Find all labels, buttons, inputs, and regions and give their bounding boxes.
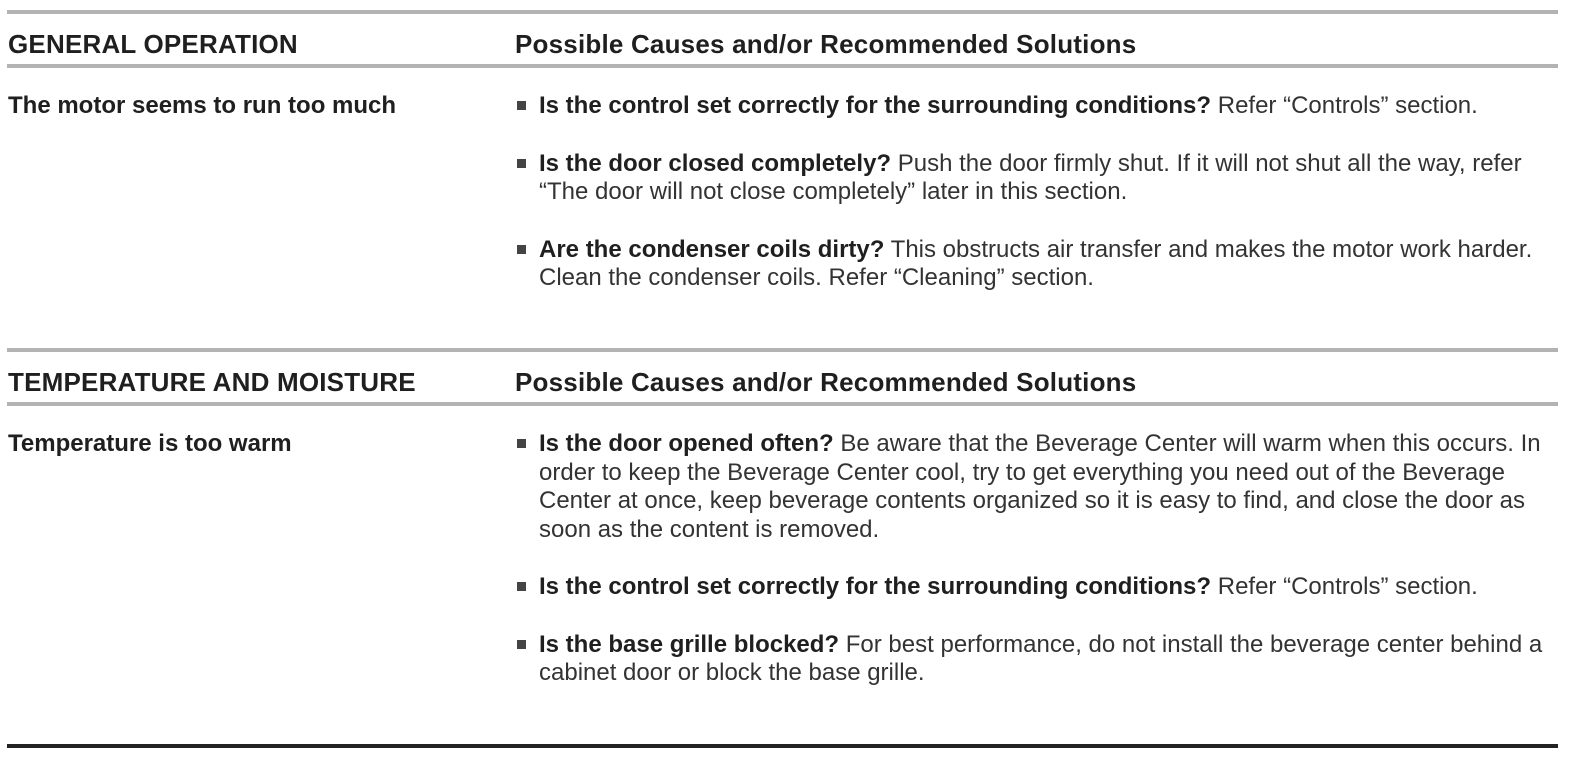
solution-answer: Refer “Controls” section.	[1217, 92, 1478, 119]
category-title: GENERAL OPERATION	[8, 29, 298, 59]
bottom-rule	[7, 744, 1558, 748]
solution-item: Is the control set correctly for the sur…	[515, 92, 1560, 121]
solutions-column-header: Possible Causes and/or Recommended Solut…	[515, 29, 1137, 59]
square-bullet-icon	[517, 439, 526, 448]
solutions-list: Is the control set correctly for the sur…	[515, 92, 1560, 322]
problem-label: Temperature is too warm	[8, 430, 292, 457]
solution-answer: This obstructs air transfer and makes th…	[539, 235, 1533, 292]
solution-item: Is the door opened often? Be aware that …	[515, 430, 1560, 544]
section-header-general-operation: GENERAL OPERATION Possible Causes and/or…	[7, 10, 1558, 68]
section-header-temperature-and-moisture: TEMPERATURE AND MOISTURE Possible Causes…	[7, 348, 1558, 406]
solutions-column-header: Possible Causes and/or Recommended Solut…	[515, 367, 1137, 397]
solution-item: Are the condenser coils dirty? This obst…	[515, 236, 1560, 293]
solution-question: Is the control set correctly for the sur…	[539, 92, 1212, 119]
square-bullet-icon	[517, 639, 526, 649]
troubleshooting-table: GENERAL OPERATION Possible Causes and/or…	[7, 10, 1558, 736]
solution-answer: For best performance, do not install the…	[539, 630, 1543, 687]
section-body-general-operation: The motor seems to run too much Is the c…	[7, 68, 1558, 348]
solution-answer: Push the door firmly shut. If it will no…	[539, 149, 1522, 206]
solution-question: Is the base grille blocked?	[539, 630, 840, 658]
solution-answer: Refer “Controls” section.	[1217, 573, 1478, 600]
square-bullet-icon	[517, 244, 526, 254]
solution-item: Is the base grille blocked? For best per…	[515, 631, 1560, 688]
solution-item: Is the door closed completely? Push the …	[515, 150, 1560, 207]
solution-question: Is the door opened often?	[539, 430, 834, 457]
square-bullet-icon	[517, 101, 526, 110]
solution-item: Is the control set correctly for the sur…	[515, 573, 1560, 602]
square-bullet-icon	[517, 158, 526, 168]
solution-question: Is the control set correctly for the sur…	[539, 573, 1212, 600]
category-title: TEMPERATURE AND MOISTURE	[8, 367, 416, 397]
solution-question: Is the door closed completely?	[539, 149, 892, 177]
solution-question: Are the condenser coils dirty?	[539, 235, 885, 263]
square-bullet-icon	[517, 582, 526, 591]
solution-answer: Be aware that the Beverage Center will w…	[539, 430, 1541, 543]
section-body-temperature-and-moisture: Temperature is too warm Is the door open…	[7, 406, 1558, 736]
solutions-list: Is the door opened often? Be aware that …	[515, 430, 1560, 717]
problem-label: The motor seems to run too much	[8, 92, 397, 119]
